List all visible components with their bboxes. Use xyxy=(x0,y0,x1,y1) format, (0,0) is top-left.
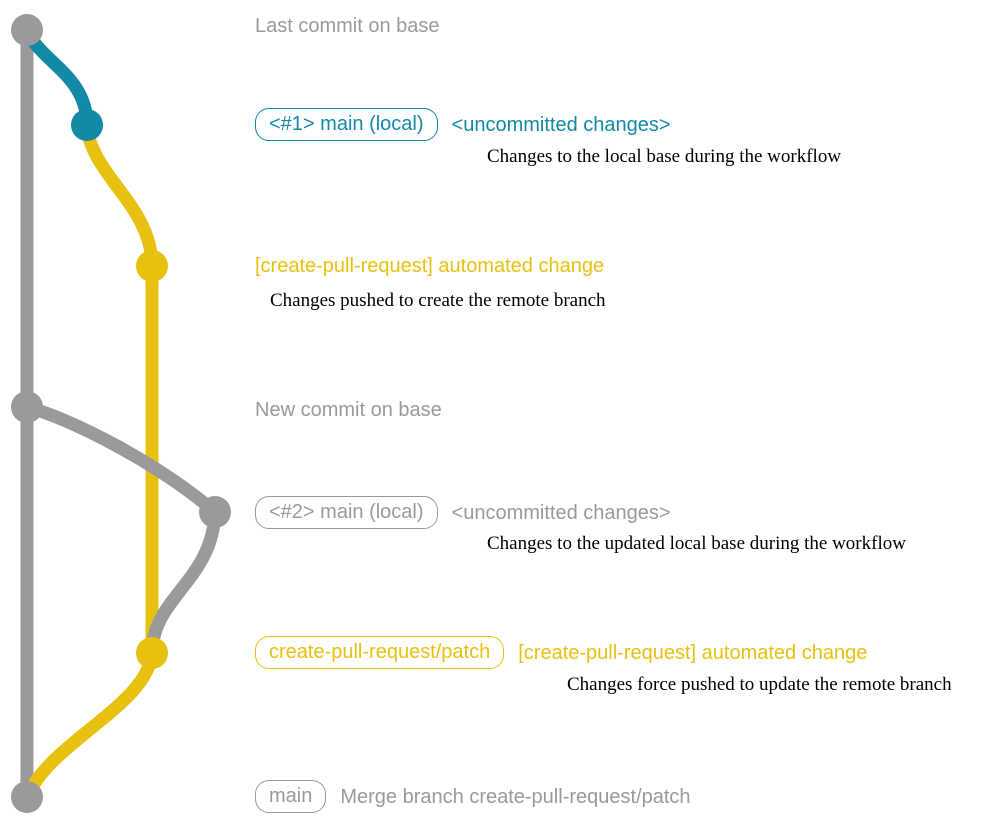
commit-description-local-main-2: Changes to the updated local base during… xyxy=(487,533,906,554)
graph-edge-gold-branch-upper xyxy=(80,118,159,273)
commit-node-local-main-2[interactable] xyxy=(199,496,231,528)
ref-badge-local-main-2[interactable]: <#2> main (local) xyxy=(255,496,438,529)
row-local-main-1: <#1> main (local) <uncommitted changes> xyxy=(255,108,671,141)
commit-node-automated-change-1[interactable] xyxy=(136,250,168,282)
graph-edge-gray-branch-right xyxy=(20,400,222,519)
row-automated-change-2-inner: create-pull-request/patch [create-pull-r… xyxy=(255,636,867,669)
commit-node-automated-change-2[interactable] xyxy=(136,637,168,669)
commit-node-local-main-1[interactable] xyxy=(71,109,103,141)
row-local-main-2: <#2> main (local) <uncommitted changes> xyxy=(255,496,671,529)
commit-subject-merge-commit: Merge branch create-pull-request/patch xyxy=(340,785,691,808)
row-automated-change-1-inner: [create-pull-request] automated change xyxy=(255,254,604,278)
row-label-last-commit-on-base: Last commit on base xyxy=(255,15,440,37)
graph-edge-teal-branch xyxy=(20,23,94,132)
ref-badge-local-main-1[interactable]: <#1> main (local) xyxy=(255,108,438,141)
row-automated-change-2: create-pull-request/patch [create-pull-r… xyxy=(255,636,867,669)
commit-description-local-main-1: Changes to the local base during the wor… xyxy=(487,146,842,167)
commit-node-last-commit-on-base[interactable] xyxy=(11,14,43,46)
commit-subject-automated-change-2: [create-pull-request] automated change xyxy=(518,641,868,664)
commit-description-automated-change-1: Changes pushed to create the remote bran… xyxy=(270,290,606,311)
row-local-main-2-inner: <#2> main (local) <uncommitted changes> xyxy=(255,496,671,529)
commit-node-new-commit-on-base[interactable] xyxy=(11,391,43,423)
commit-node-merge-commit[interactable] xyxy=(11,781,43,813)
graph-edge-gray-branch-down xyxy=(145,505,222,660)
commit-subject-local-main-2: <uncommitted changes> xyxy=(451,501,671,524)
ref-badge-create-pull-request-patch[interactable]: create-pull-request/patch xyxy=(255,636,505,669)
commit-subject-automated-change-1: [create-pull-request] automated change xyxy=(255,255,605,277)
commit-description-automated-change-2: Changes force pushed to update the remot… xyxy=(567,674,952,695)
ref-badge-main[interactable]: main xyxy=(255,780,327,813)
row-merge-commit-inner: main Merge branch create-pull-request/pa… xyxy=(255,780,691,813)
graph-edge-gold-merge xyxy=(20,646,159,804)
row-automated-change-1: [create-pull-request] automated change xyxy=(255,254,604,278)
row-label-new-commit-on-base: New commit on base xyxy=(255,399,442,421)
row-local-main-1-inner: <#1> main (local) <uncommitted changes> xyxy=(255,108,671,141)
row-merge-commit: main Merge branch create-pull-request/pa… xyxy=(255,780,691,813)
commit-subject-local-main-1: <uncommitted changes> xyxy=(451,113,671,136)
